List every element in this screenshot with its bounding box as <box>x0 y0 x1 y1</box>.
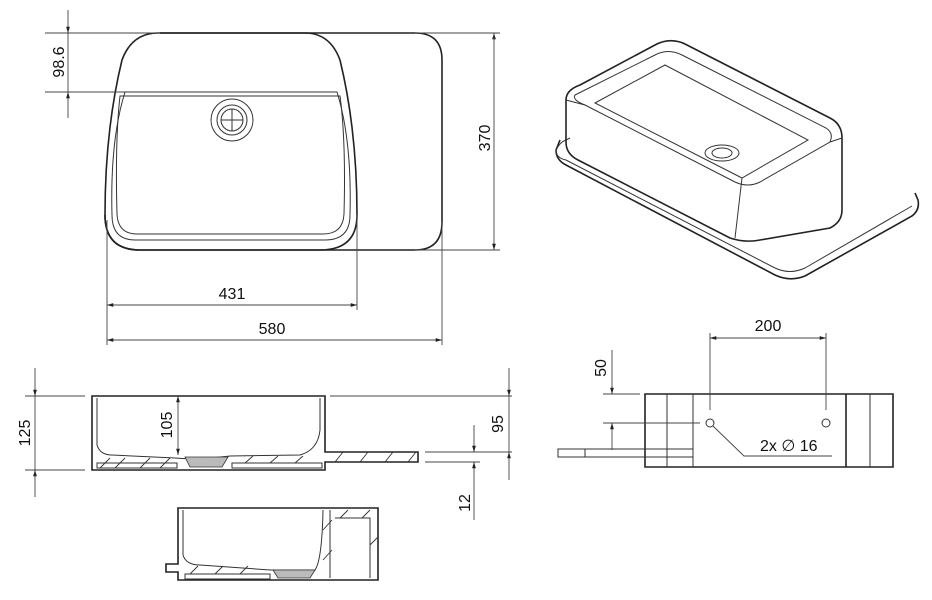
front-section: 125 105 95 12 <box>17 368 512 520</box>
iso-basin-rim <box>565 39 843 242</box>
side-section <box>165 507 379 581</box>
side-view: 200 50 2x ∅ 16 <box>557 318 894 468</box>
dim-rim-depth: 98.6 <box>51 46 68 77</box>
basin-outline <box>104 32 358 251</box>
hole-icon <box>821 418 831 428</box>
drain-icon <box>210 98 254 142</box>
dim-depth: 370 <box>477 125 494 152</box>
iso-slab <box>555 139 920 280</box>
dim-total-height: 125 <box>17 420 34 447</box>
dim-basin-width: 431 <box>219 286 246 303</box>
hole-icon <box>705 418 715 428</box>
slab-outline <box>104 32 443 251</box>
dim-slab-thickness: 12 <box>457 494 474 512</box>
isometric-view <box>555 39 920 280</box>
hole-note: 2x ∅ 16 <box>760 438 818 455</box>
dim-total-width: 580 <box>259 321 286 338</box>
dim-inner-depth: 105 <box>159 412 176 439</box>
top-view: 98.6 370 431 580 <box>45 10 500 345</box>
drain-section <box>184 456 229 468</box>
basin-inner <box>111 91 351 241</box>
dim-slab-offset: 95 <box>490 415 507 433</box>
dim-hole-spacing: 200 <box>755 318 782 335</box>
iso-drain <box>704 144 740 162</box>
dim-hole-height: 50 <box>593 359 610 377</box>
